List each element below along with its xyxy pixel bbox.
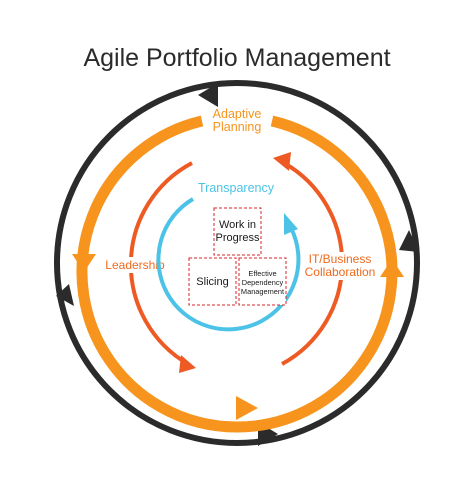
outer-arrow-top-icon [198,83,218,107]
orange-arrow-right-icon [380,259,404,277]
slicing-box [188,257,237,306]
work-in-progress-line1: Work in [219,219,256,231]
adaptive-planning-label-line1: Adaptive [213,107,262,121]
blue-loop-arc [156,197,301,332]
effective-dependency-management-box [238,257,287,306]
outer-arrow-right-icon [399,230,419,252]
transparency-loop: Transparency [156,181,301,332]
outer-loop-ring [54,80,420,446]
edm-line2: Dependency [242,278,284,287]
center-boxes: Work in Progress Slicing Effective Depen… [188,207,287,306]
work-in-progress-line2: Progress [215,232,260,244]
collaboration-label-bg [304,252,376,280]
transparency-label: Transparency [198,181,275,195]
collaboration-label-line1: IT/Business [309,252,372,266]
leadership-label-bg [100,257,170,273]
orange-arrow-left-icon [72,254,96,272]
adaptive-planning-label-line2: Planning [213,120,262,134]
outer-arrow-left-icon [56,284,74,306]
orange-arrow-bottom-icon [236,396,258,420]
outer-loop [54,80,420,446]
leadership-label: Leadership [105,258,165,272]
collaboration-arc-arrow-icon [273,152,291,171]
collaboration-label-line2: Collaboration [305,265,376,279]
leadership-arc-arrow-icon [179,355,196,373]
orange-loop-arc [76,115,398,433]
adaptive-planning-loop: Adaptive Planning [72,107,404,433]
edm-line1: Effective [248,269,276,278]
blue-arrow-icon [284,213,298,235]
work-in-progress-box [213,207,262,256]
slicing-label: Slicing [196,276,228,288]
edm-line3: Management [241,287,284,296]
diagram-title: Agile Portfolio Management [83,44,390,72]
